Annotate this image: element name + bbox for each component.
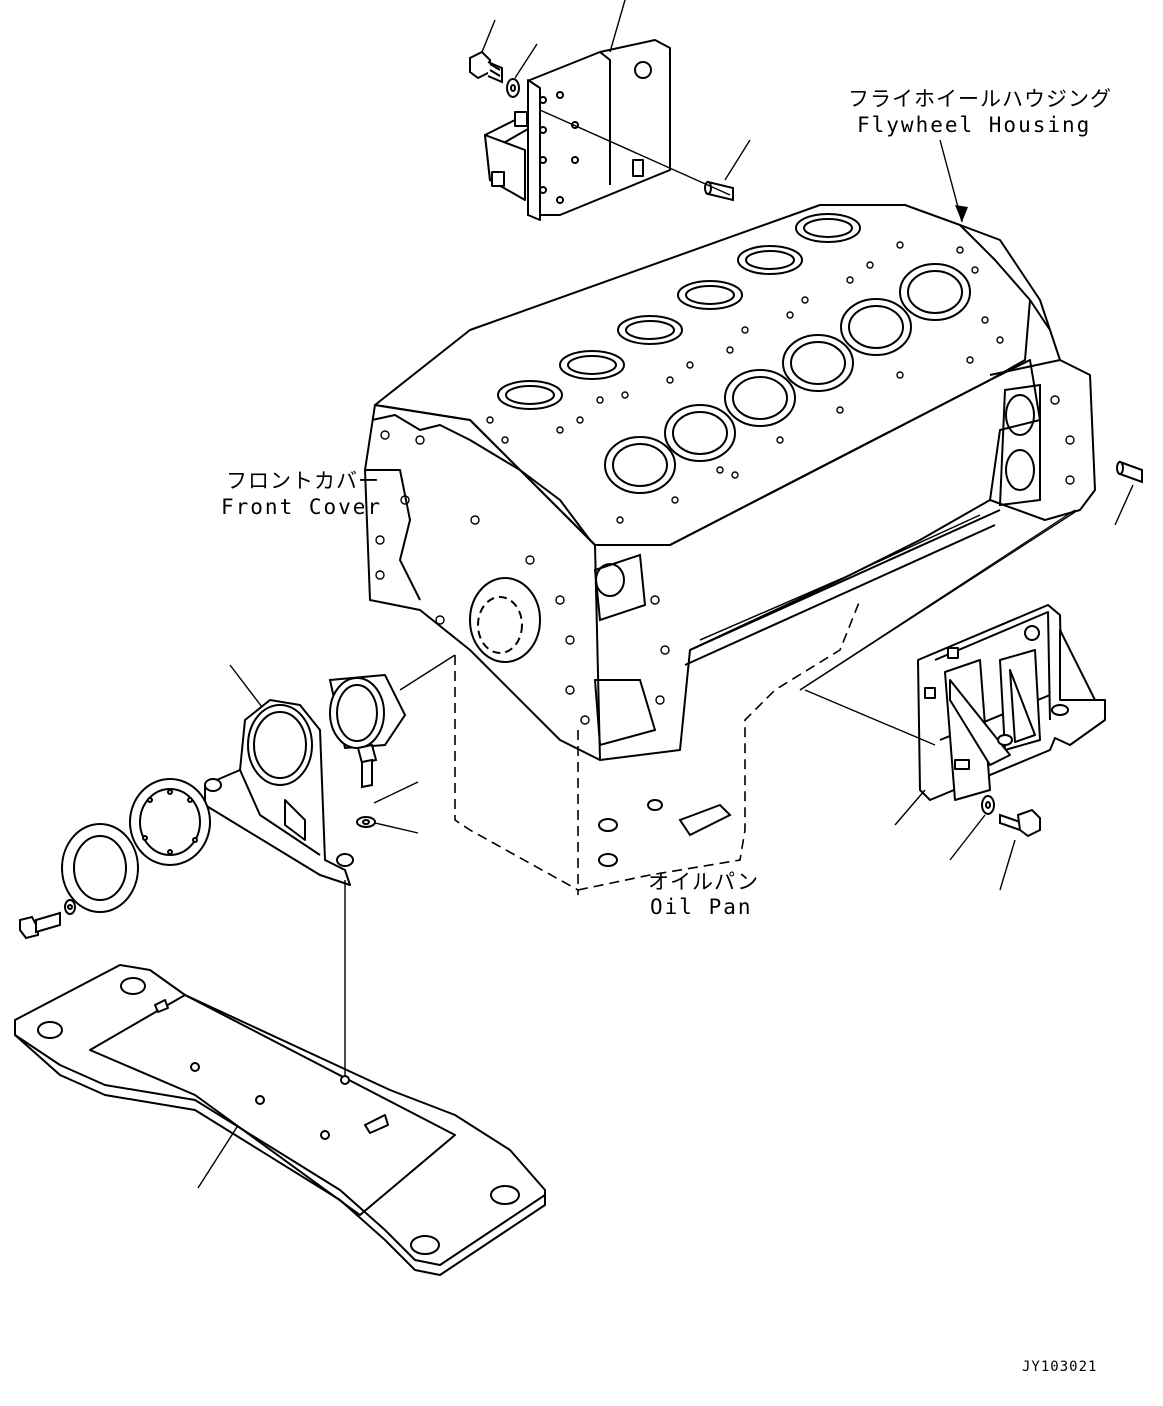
leader-lines	[198, 0, 1133, 1188]
engine-block	[365, 205, 1095, 760]
cover-washer	[65, 900, 75, 914]
support-bolt	[358, 745, 376, 787]
label-flywheel-housing-jp: フライホイールハウジング	[848, 87, 1112, 111]
rear-mount-bracket	[918, 605, 1105, 800]
label-oil-pan-en: Oil Pan	[650, 895, 753, 919]
cylinder-bores-upper-bank	[498, 214, 860, 409]
cylinder-bores-lower-bank	[605, 264, 970, 493]
rear-bolt	[1000, 810, 1040, 836]
top-washer	[507, 79, 519, 97]
rear-washer	[982, 796, 994, 814]
right-dowel	[1117, 462, 1142, 482]
gasket-disc-1	[130, 779, 210, 865]
support-washer	[357, 817, 375, 827]
gasket-disc-2	[62, 824, 138, 912]
crossmember	[15, 965, 545, 1275]
drawing-code: JY103021	[1022, 1359, 1097, 1375]
front-mount-support	[205, 700, 353, 885]
flywheel-arrow	[955, 205, 968, 222]
label-front-cover-en: Front Cover	[221, 495, 382, 519]
label-flywheel-housing-en: Flywheel Housing	[857, 113, 1091, 137]
crank-seal-bore	[470, 385, 1040, 745]
oil-pan-bolts	[599, 800, 730, 866]
label-oil-pan-jp: オイルパン	[648, 870, 759, 894]
rear-cover-bracket	[485, 40, 670, 220]
top-dowel	[705, 182, 733, 200]
top-bolt	[470, 52, 502, 82]
cover-bolt	[20, 913, 60, 938]
deck-holes	[376, 242, 1074, 724]
front-seal-ring	[330, 675, 405, 748]
label-front-cover-jp: フロントカバー	[226, 469, 380, 493]
